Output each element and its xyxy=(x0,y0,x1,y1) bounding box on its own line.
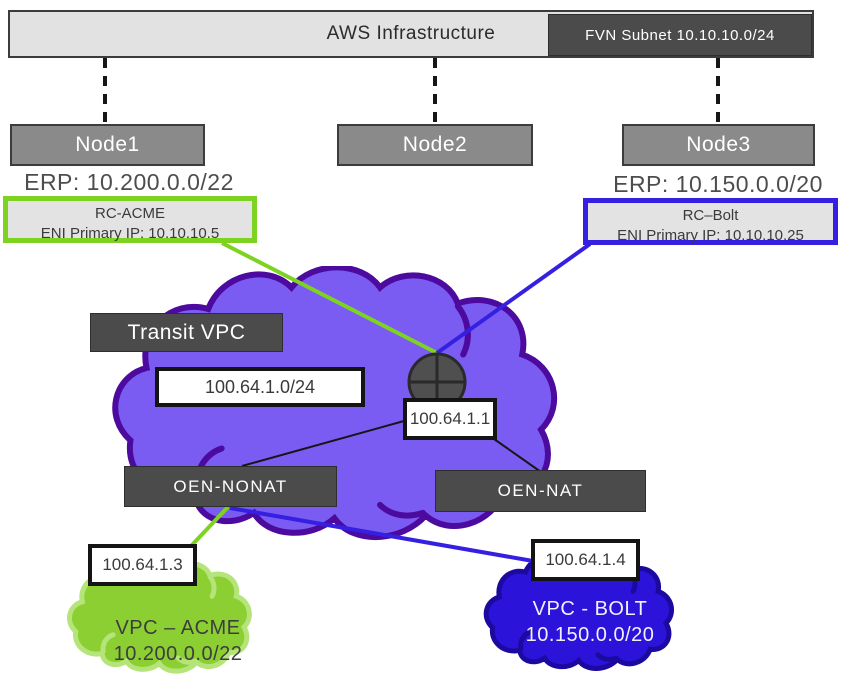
gateway-router-links xyxy=(241,420,542,473)
vpc-acme-label: VPC – ACME 10.200.0.0/22 xyxy=(58,615,298,667)
rc-bolt-title: RC–Bolt xyxy=(682,207,739,224)
vpc-acme-cidr: 10.200.0.0/22 xyxy=(113,643,243,665)
acme-links xyxy=(189,241,438,548)
vpc-bolt-label: VPC - BOLT 10.150.0.0/20 xyxy=(470,596,710,648)
transit-subnet-box: 100.64.1.0/24 xyxy=(155,367,365,407)
bolt-attach-ip-box: 100.64.1.4 xyxy=(531,539,640,581)
node3-box: Node3 xyxy=(622,124,815,166)
node3-erp-label: ERP: 10.150.0.0/20 xyxy=(613,171,823,197)
rc-bolt-card: RC–Bolt ENI Primary IP: 10.10.10.25 xyxy=(583,198,838,245)
oen-nonat-box: OEN-NONAT xyxy=(124,466,337,507)
node1-box: Node1 xyxy=(10,124,205,166)
node2-box: Node2 xyxy=(337,124,533,166)
rc-acme-detail: ENI Primary IP: 10.10.10.5 xyxy=(40,225,220,243)
bolt-links xyxy=(229,242,592,563)
rc-bolt-detail: ENI Primary IP: 10.10.10.25 xyxy=(617,227,804,245)
vpc-bolt-name: VPC - BOLT xyxy=(532,598,648,620)
aws-infrastructure-title: AWS Infrastructure xyxy=(326,23,496,44)
acme-attach-ip-box: 100.64.1.3 xyxy=(88,544,197,586)
node-connector-dashed-lines xyxy=(103,58,720,124)
gateway-ip-box: 100.64.1.1 xyxy=(403,398,497,440)
rc-acme-card: RC-ACME ENI Primary IP: 10.10.10.5 xyxy=(3,196,257,243)
rc-acme-title: RC-ACME xyxy=(95,205,165,222)
aws-infrastructure-bar: AWS Infrastructure FVN Subnet 10.10.10.0… xyxy=(8,10,814,58)
oen-nat-box: OEN-NAT xyxy=(435,470,646,512)
vpc-acme-name: VPC – ACME xyxy=(115,617,241,639)
transit-vpc-label: Transit VPC xyxy=(90,313,283,352)
fvn-subnet-badge: FVN Subnet 10.10.10.0/24 xyxy=(548,14,812,56)
node1-erp-label: ERP: 10.200.0.0/22 xyxy=(24,169,234,195)
vpc-bolt-cidr: 10.150.0.0/20 xyxy=(525,624,655,646)
